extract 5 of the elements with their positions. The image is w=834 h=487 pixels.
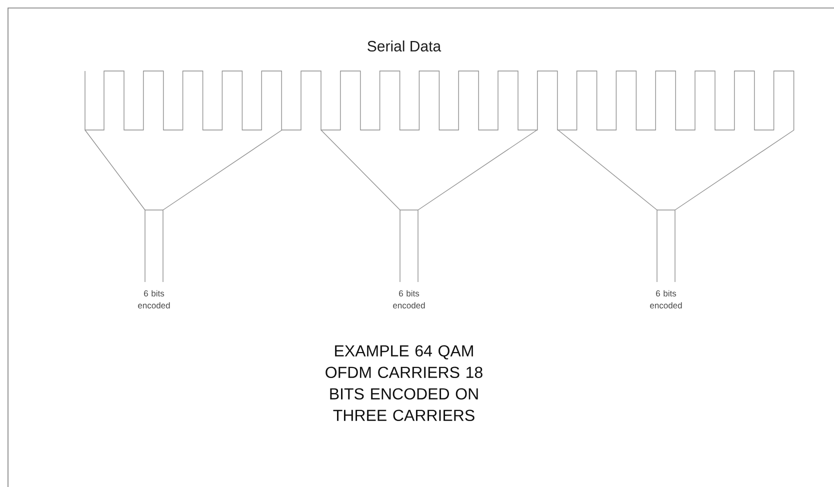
bits-label: 6 bits encoded (650, 290, 682, 308)
bits-label: 6 bits encoded (138, 290, 170, 308)
caption: EXAMPLE 64 QAM OFDM CARRIERS 18 BITS ENCODED ON THREE CARRIERS (326, 345, 482, 422)
title: Serial Data (368, 40, 442, 52)
bits-label: 6 bits encoded (393, 290, 425, 308)
